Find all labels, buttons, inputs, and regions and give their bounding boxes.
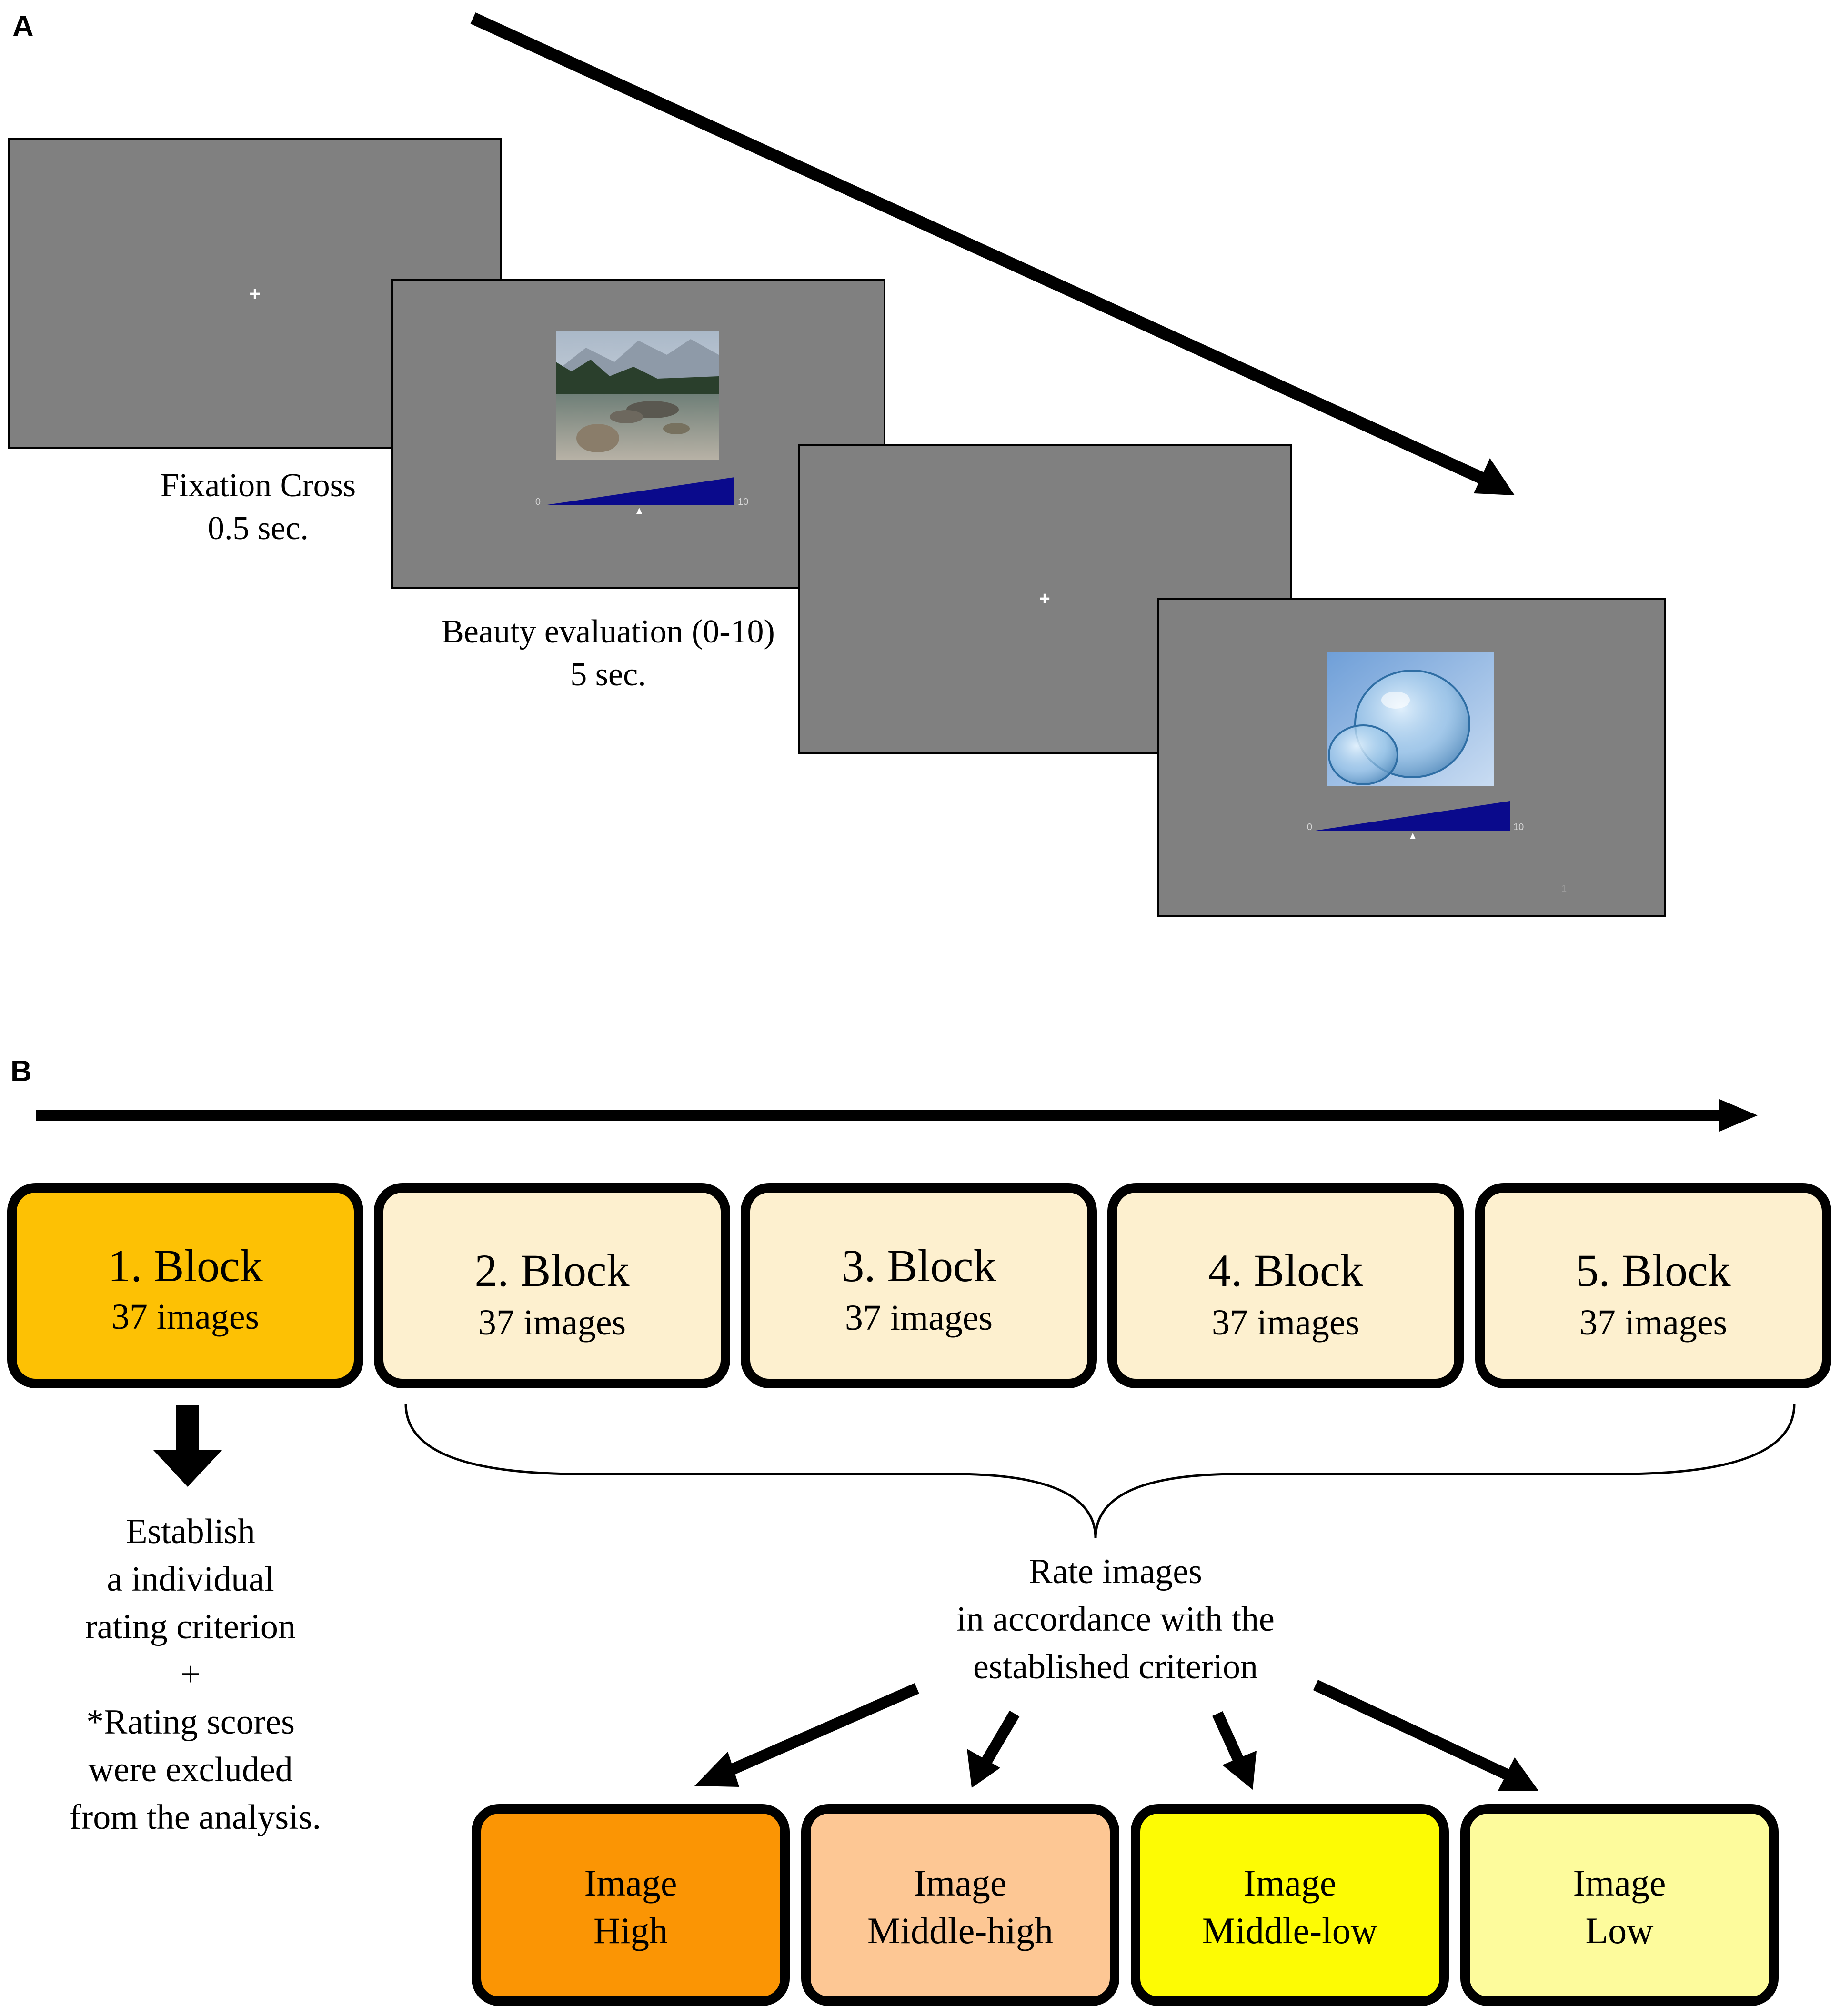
category-high: Image High: [472, 1804, 790, 2006]
block-5: 5. Block 37 images: [1475, 1183, 1831, 1388]
rate-note-line-2: in accordance with the: [956, 1600, 1275, 1639]
beauty-caption-duration: 5 sec.: [570, 656, 646, 693]
category-middle-low: Image Middle-low: [1131, 1804, 1449, 2006]
block-2-title: 2. Block: [474, 1245, 629, 1296]
slider-marker-2: [1410, 833, 1416, 839]
fixation-caption-title: Fixation Cross: [161, 467, 356, 504]
block-5-count: 37 images: [1579, 1303, 1727, 1343]
category-middle-low-line-2: Middle-low: [1202, 1910, 1377, 1951]
block-1-count: 37 images: [111, 1297, 259, 1337]
fixation-cross: +: [249, 283, 260, 304]
timeline-arrow-horizontal: [36, 1099, 1758, 1132]
category-low-line-1: Image: [1573, 1862, 1666, 1904]
timeline-arrow-diagonal: [470, 12, 1515, 495]
left-note-line-4: +: [181, 1655, 201, 1694]
panel-a-label: A: [12, 10, 34, 43]
beauty-evaluation-screen: 0 10: [391, 279, 885, 589]
scale-max-label: 10: [738, 497, 748, 507]
block-4-title: 4. Block: [1208, 1245, 1363, 1296]
block-3-count: 37 images: [845, 1298, 993, 1338]
category-arrows: [694, 1680, 1538, 1791]
arrow-to-high: [694, 1683, 919, 1787]
block-3: 3. Block 37 images: [741, 1183, 1097, 1388]
left-note-line-1: Establish: [126, 1512, 255, 1551]
slider-marker: [636, 508, 642, 514]
left-note-line-3: rating criterion: [85, 1607, 296, 1646]
rate-note-line-1: Rate images: [1029, 1552, 1202, 1591]
block-3-title: 3. Block: [841, 1240, 996, 1291]
rating-scale: 0 10: [535, 477, 748, 514]
arrow-to-middle-high: [967, 1710, 1020, 1788]
block-1: 1. Block 37 images: [7, 1183, 363, 1388]
category-middle-low-line-1: Image: [1244, 1862, 1337, 1904]
left-note-line-7: from the analysis.: [70, 1798, 321, 1837]
category-high-line-1: Image: [584, 1862, 677, 1904]
block-2-count: 37 images: [478, 1303, 626, 1343]
fixation-caption-duration: 0.5 sec.: [208, 510, 309, 547]
block-4-count: 37 images: [1212, 1303, 1359, 1343]
beauty-caption-title: Beauty evaluation (0-10): [442, 613, 775, 650]
category-middle-high-line-2: Middle-high: [867, 1910, 1053, 1951]
category-high-line-2: High: [593, 1910, 668, 1951]
category-middle-high-line-1: Image: [914, 1862, 1007, 1904]
rating-scale-2: 0 10: [1307, 801, 1524, 839]
bubble-image: [1327, 652, 1494, 786]
category-low-line-2: Low: [1586, 1910, 1654, 1951]
block-2: 2. Block 37 images: [374, 1183, 730, 1388]
scale-min-label: 0: [535, 497, 541, 507]
arrow-to-middle-low: [1212, 1711, 1257, 1790]
scale-max-label-2: 10: [1513, 822, 1524, 832]
establish-criterion-note: Establish a individual rating criterion …: [70, 1512, 321, 1837]
arrow-to-low: [1313, 1680, 1538, 1791]
down-arrow-icon: [153, 1405, 222, 1487]
left-note-line-6: were excluded: [88, 1750, 292, 1789]
left-note-line-5: *Rating scores: [86, 1703, 295, 1742]
fixation-cross-2: +: [1039, 588, 1050, 609]
beauty-evaluation-screen-2: 0 10 1: [1157, 598, 1666, 917]
trial-counter: 1: [1561, 883, 1567, 894]
panel-b-label: B: [10, 1055, 32, 1088]
category-low: Image Low: [1460, 1804, 1779, 2006]
block-5-title: 5. Block: [1576, 1245, 1730, 1296]
rate-images-note: Rate images in accordance with the estab…: [956, 1552, 1275, 1686]
curly-brace: [404, 1404, 1796, 1539]
block-4: 4. Block 37 images: [1107, 1183, 1464, 1388]
category-middle-high: Image Middle-high: [801, 1804, 1119, 2006]
scale-min-label-2: 0: [1307, 822, 1312, 832]
rate-note-line-3: established criterion: [973, 1647, 1258, 1686]
left-note-line-2: a individual: [107, 1560, 274, 1599]
block-1-title: 1. Block: [108, 1240, 262, 1291]
landscape-image: [556, 331, 719, 460]
